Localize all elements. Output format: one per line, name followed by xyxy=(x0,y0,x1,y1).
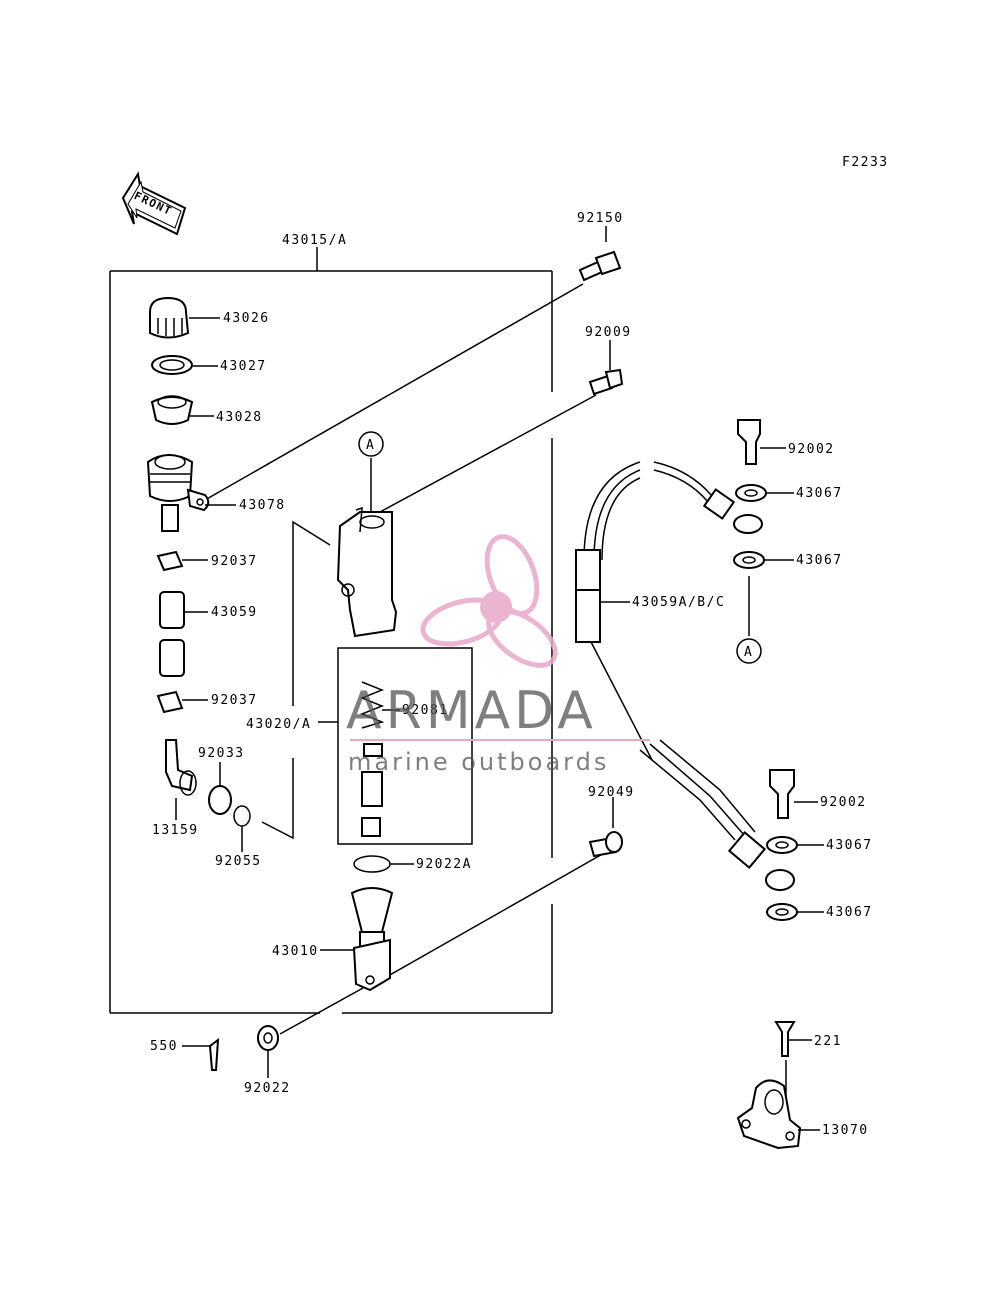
bracket-13070 xyxy=(736,1079,802,1150)
bolt-92009 xyxy=(588,368,624,396)
callout-a-label-lower: A xyxy=(744,645,753,660)
pin-550 xyxy=(208,1037,220,1071)
elbow-13159 xyxy=(165,739,197,796)
label-43015: 43015/A xyxy=(282,233,347,248)
hose-43059abc xyxy=(575,461,795,891)
label-550: 550 xyxy=(150,1039,178,1054)
part-labels: 43015/A 92150 92009 43026 43027 43028 43… xyxy=(150,211,873,1138)
label-13070: 13070 xyxy=(822,1123,869,1138)
front-arrow-icon: FRONT xyxy=(121,171,187,236)
clip-92037-upper xyxy=(156,550,184,572)
label-13159: 13159 xyxy=(152,823,199,838)
label-92049: 92049 xyxy=(588,785,635,800)
callout-a-label: A xyxy=(366,438,375,453)
banjo-bolt-92002-lower xyxy=(769,769,795,819)
label-43027: 43027 xyxy=(220,359,267,374)
label-43059abc: 43059A/B/C xyxy=(632,595,725,610)
washer-43067-3 xyxy=(766,836,798,854)
cap-43026 xyxy=(149,296,190,339)
label-43067-3: 43067 xyxy=(826,838,873,853)
pin-92049 xyxy=(588,831,623,858)
label-43078: 43078 xyxy=(239,498,286,513)
washer-43067-4 xyxy=(766,903,798,921)
label-92009: 92009 xyxy=(585,325,632,340)
banjo-bolt-92002-upper xyxy=(737,419,761,465)
label-43026: 43026 xyxy=(223,311,270,326)
piston-parts xyxy=(361,743,383,837)
ring-92022A xyxy=(353,855,391,873)
label-221: 221 xyxy=(814,1034,842,1049)
subassembly-bracket xyxy=(261,520,473,845)
master-cylinder-body xyxy=(336,506,398,638)
hose-43059 xyxy=(159,591,185,677)
watermark-tagline: marine outboards xyxy=(348,748,609,776)
ring-92055 xyxy=(233,805,251,827)
label-92022A: 92022A xyxy=(416,857,472,872)
label-43059: 43059 xyxy=(211,605,258,620)
washer-92022 xyxy=(257,1025,279,1051)
screw-221 xyxy=(774,1021,796,1057)
diaphragm-43027 xyxy=(151,355,193,375)
label-92037-upper: 92037 xyxy=(211,554,258,569)
propeller-logo-icon xyxy=(420,534,558,668)
label-92081: 92081 xyxy=(402,703,449,718)
label-43067-2: 43067 xyxy=(796,553,843,568)
label-92037-lower: 92037 xyxy=(211,693,258,708)
watermark: ARMADA marine outboards xyxy=(346,534,650,776)
label-43028: 43028 xyxy=(216,410,263,425)
leader-lines xyxy=(204,226,787,1120)
spring-92081 xyxy=(359,681,385,729)
pushrod-43010 xyxy=(350,887,394,992)
label-leaders xyxy=(175,317,824,1131)
ring-92033 xyxy=(208,785,232,815)
label-92055: 92055 xyxy=(215,854,262,869)
callout-a-upper: A xyxy=(358,431,384,457)
plate-43028 xyxy=(150,395,194,425)
label-92002-upper: 92002 xyxy=(788,442,835,457)
label-43067-4: 43067 xyxy=(826,905,873,920)
figure-code: F2233 xyxy=(842,155,889,170)
label-43020: 43020/A xyxy=(246,717,311,732)
label-92002-lower: 92002 xyxy=(820,795,867,810)
label-43067-1: 43067 xyxy=(796,486,843,501)
label-92033: 92033 xyxy=(198,746,245,761)
clip-92037-lower xyxy=(156,690,184,714)
reservoir-43078 xyxy=(146,454,210,532)
label-92022: 92022 xyxy=(244,1081,291,1096)
label-43010: 43010 xyxy=(272,944,319,959)
bolt-92150 xyxy=(578,250,622,282)
label-92150: 92150 xyxy=(577,211,624,226)
callout-a-lower: A xyxy=(736,638,762,664)
washer-43067-2 xyxy=(733,551,765,569)
watermark-brand: ARMADA xyxy=(346,681,597,741)
washer-43067-1 xyxy=(735,484,767,502)
